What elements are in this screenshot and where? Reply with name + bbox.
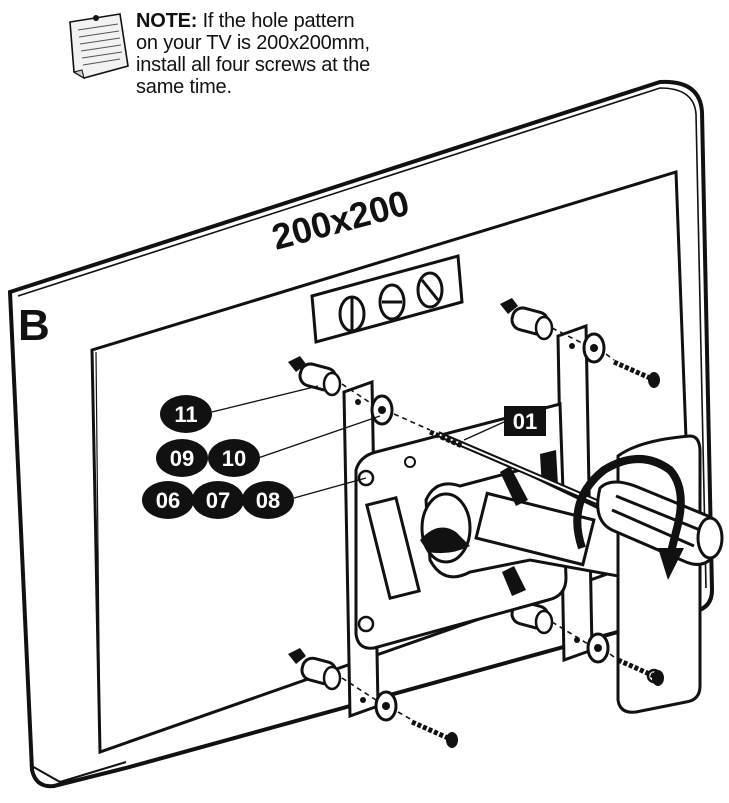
note-text: NOTE: If the hole pattern on your TV is … [136, 10, 436, 98]
callout-label: 09 [170, 446, 194, 471]
note-line: same time. [136, 76, 232, 98]
callout-leaders [211, 385, 505, 499]
note-paper-icon [69, 13, 129, 80]
callout-label: 08 [256, 488, 280, 513]
screwdriver-icon [436, 431, 724, 566]
step-letter: B [18, 301, 50, 350]
standoff-top-left [288, 356, 342, 397]
spare-screw-holder [310, 254, 464, 344]
alignment-guides [341, 327, 619, 721]
rotate-arrow-icon [573, 455, 685, 580]
standoff-bottom-left [288, 648, 342, 691]
note-line: on your TV is 200x200mm, [136, 32, 370, 54]
note-label: NOTE: [136, 10, 198, 32]
screws [410, 359, 664, 748]
swivel-arm [420, 466, 642, 596]
standoff-top-right [500, 298, 554, 341]
callout-label: 11 [174, 402, 197, 427]
callout-label: 10 [222, 446, 246, 471]
callout-label: 06 [156, 488, 180, 513]
callout-label: 07 [206, 488, 230, 513]
callout-bubbles [142, 395, 546, 519]
part-tag: 01 [513, 409, 537, 434]
note-line: install all four screws at the [136, 54, 371, 76]
note-line: If the hole pattern [197, 10, 355, 32]
